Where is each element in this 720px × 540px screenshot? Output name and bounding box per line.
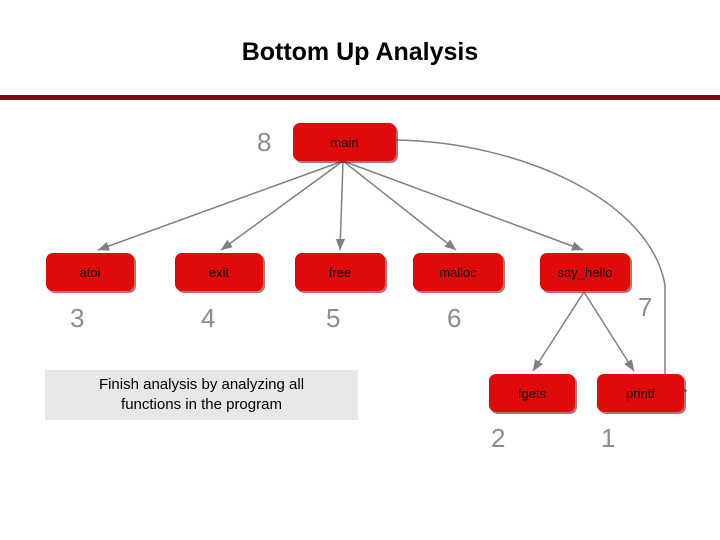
node-label: malloc (439, 264, 477, 280)
node-label: atoi (79, 264, 101, 280)
node-label: exit (208, 264, 230, 280)
node-label: printf (626, 385, 655, 401)
order-number-atoi: 3 (70, 303, 85, 333)
edge-say-printf (583, 291, 635, 372)
node-main[interactable]: main (293, 123, 396, 161)
order-number-say_hello: 7 (638, 292, 653, 322)
edge-main-exit (220, 160, 344, 251)
edge-main-atoi (97, 160, 344, 251)
node-printf[interactable]: printf (597, 374, 684, 412)
node-label: fgets (517, 385, 547, 401)
node-fgets[interactable]: fgets (489, 374, 575, 412)
node-malloc[interactable]: malloc (413, 253, 503, 291)
order-number-free: 5 (326, 303, 341, 333)
caption-box: Finish analysis by analyzing all functio… (45, 370, 358, 420)
title-divider (0, 95, 720, 100)
caption-text: Finish analysis by analyzing all functio… (99, 375, 304, 416)
node-label: free (328, 264, 352, 280)
edge-main-say-hello (342, 160, 584, 251)
node-exit[interactable]: exit (175, 253, 263, 291)
page-title: Bottom Up Analysis (241, 38, 479, 66)
edge-main-malloc (342, 160, 457, 251)
order-number-exit: 4 (201, 303, 216, 333)
node-label: main (330, 134, 359, 150)
edge-main-free (335, 160, 346, 251)
caption-line-2: functions in the program (121, 396, 282, 413)
order-number-main: 8 (257, 127, 272, 157)
edge-say-fgets (532, 291, 585, 372)
order-number-fgets: 2 (491, 423, 506, 453)
node-say_hello[interactable]: say_hello (540, 253, 630, 291)
node-atoi[interactable]: atoi (46, 253, 134, 291)
order-number-malloc: 6 (447, 303, 462, 333)
node-label: say_hello (557, 264, 613, 280)
caption-line-1: Finish analysis by analyzing all (98, 375, 305, 393)
node-free[interactable]: free (295, 253, 385, 291)
order-number-printf: 1 (601, 423, 616, 453)
